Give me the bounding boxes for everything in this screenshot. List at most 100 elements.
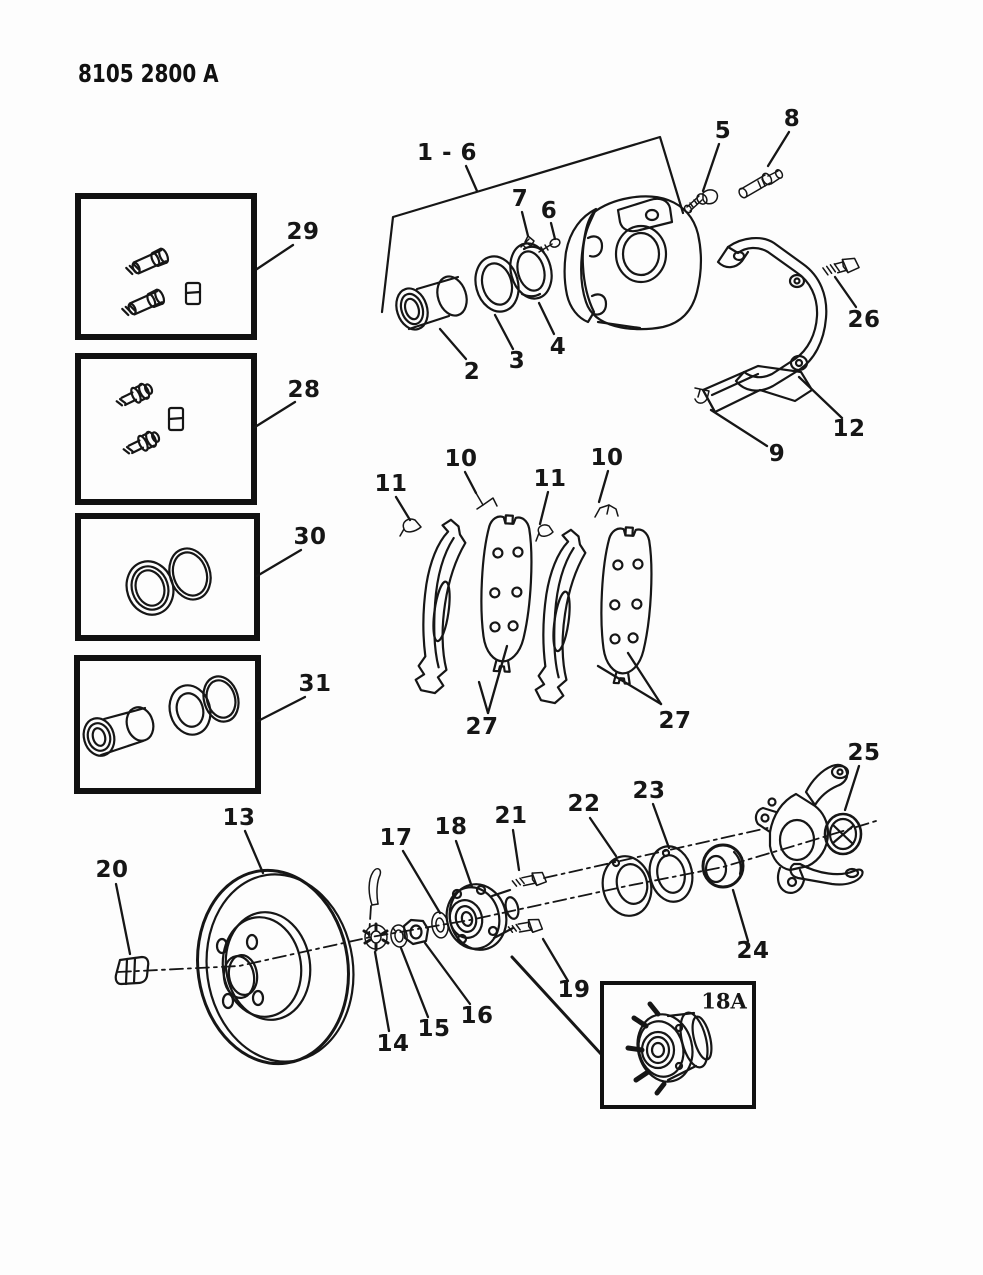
leader-line-27-16	[596, 664, 663, 706]
guide-pin-8	[738, 169, 784, 199]
callout-13-17: 13	[222, 805, 255, 831]
brake-pads-left-pair	[413, 513, 536, 696]
piston-seal-kit-icon	[82, 675, 240, 757]
steering-knuckle	[754, 763, 864, 894]
kit-box-30	[75, 513, 260, 641]
bleeder-screw-6	[538, 238, 561, 253]
bushing-clip-icon	[167, 406, 185, 432]
hub-bolt-19	[507, 918, 544, 934]
cotter-pin-14	[368, 867, 382, 906]
adapter-bolt-26	[822, 257, 860, 276]
leader-line-13-17	[243, 829, 265, 875]
leader-line-7-1	[520, 210, 530, 238]
leader-line-30-32	[255, 548, 303, 578]
leader-line-18-20	[454, 839, 474, 889]
spring-clip-9	[694, 387, 710, 404]
callout-7-1: 7	[512, 186, 529, 212]
leader-line-19-27	[541, 937, 570, 983]
hub-18	[445, 883, 520, 951]
caliper-group-bracket	[380, 135, 685, 314]
callout-10-14: 10	[590, 445, 623, 471]
callout-9-10: 9	[769, 441, 786, 467]
grease-seal-22	[601, 855, 653, 917]
leader-line-25-29	[843, 764, 861, 812]
bushing-clip-icon	[184, 281, 202, 306]
callout-2-5: 2	[464, 359, 481, 385]
drawing-number: 8105 2800 A	[78, 60, 219, 89]
callout-22-22: 22	[567, 791, 600, 817]
leader-line-29-30	[255, 243, 295, 271]
callout-24-28: 24	[736, 938, 769, 964]
leader-line-2-5	[438, 327, 468, 361]
callout-25-29: 25	[847, 740, 880, 766]
kit-box-29	[75, 193, 257, 340]
leader-line-12-9	[797, 375, 844, 420]
dust-cap-25	[823, 812, 863, 856]
spindle-nut-16	[402, 918, 430, 946]
kit-box-31	[74, 655, 261, 794]
adapter-bolt-21	[511, 871, 548, 887]
callout-5-3: 5	[715, 118, 732, 144]
leader-line-15-25	[399, 946, 430, 1019]
leader-line-23-23	[651, 802, 671, 850]
callout-14-24: 14	[376, 1031, 409, 1057]
leader-line-10-14	[597, 469, 610, 504]
leader-line-1-6-0	[464, 164, 479, 193]
anti-rattle-clip-10-left	[475, 492, 498, 510]
leader-line-10-11	[463, 470, 478, 495]
bearing-retainer-23	[648, 845, 694, 903]
leader-line-17-19	[401, 849, 442, 915]
caliper-body	[563, 195, 702, 331]
callout-1-6-0: 1 - 6	[417, 140, 477, 166]
callout-17-19: 17	[379, 825, 412, 851]
brake-rotor-13	[196, 868, 355, 1066]
bleeder-screw-5	[683, 189, 719, 214]
guide-pin-icon	[121, 247, 202, 317]
callout-31-33: 31	[298, 671, 331, 697]
leader-line-5-3	[701, 142, 721, 193]
callout-11-13: 11	[533, 466, 566, 492]
seal-kit-icon	[125, 547, 212, 616]
drawing-number-text: 8105 2800 A	[78, 60, 219, 89]
callout-20-18: 20	[95, 857, 128, 883]
callout-16-26: 16	[460, 1003, 493, 1029]
leader-line-27-16	[626, 651, 663, 706]
piston-seal	[474, 255, 520, 313]
anti-rattle-clip-10-right	[594, 504, 619, 518]
leader-line-4-7	[537, 301, 556, 336]
retainer-clip-11-left	[399, 518, 422, 537]
leader-line-6-2	[549, 221, 557, 241]
leader-line-16-26	[423, 941, 472, 1006]
leader-line-9-10	[709, 408, 769, 448]
leader-line-31-33	[256, 695, 307, 723]
alt-hub-box-18A	[600, 981, 756, 1109]
retainer-clip-11-right	[535, 524, 554, 542]
leader-line-11-12	[394, 495, 412, 522]
leader-line-27-15	[486, 644, 509, 715]
axis-centerline	[117, 820, 877, 973]
callout-12-9: 12	[832, 416, 865, 442]
callout-4-7: 4	[550, 334, 567, 360]
leader-line-28-31	[253, 400, 297, 429]
leader-line-21-21	[511, 828, 521, 872]
leader-line-3-6	[493, 313, 515, 351]
callout-18A-34: 18A	[701, 989, 747, 1014]
mount-pin-icon	[115, 382, 185, 455]
callout-8-4: 8	[784, 106, 801, 132]
leader-line-14-24	[373, 950, 391, 1033]
callout-30-32: 30	[293, 524, 326, 550]
callout-19-27: 19	[557, 977, 590, 1003]
alternate-part-line	[510, 955, 603, 1056]
callout-3-6: 3	[509, 348, 526, 374]
kit-box-28	[75, 353, 257, 505]
callout-18-20: 18	[434, 814, 467, 840]
caliper-adapter-12	[701, 237, 828, 414]
hub-bearing-assembly-icon	[625, 1001, 713, 1096]
callout-28-31: 28	[287, 377, 320, 403]
leader-line-22-22	[588, 816, 618, 858]
caliper-piston	[395, 275, 468, 331]
callout-26-8: 26	[847, 307, 880, 333]
leader-line-24-28	[731, 888, 750, 943]
leader-line-27-15	[477, 680, 490, 715]
